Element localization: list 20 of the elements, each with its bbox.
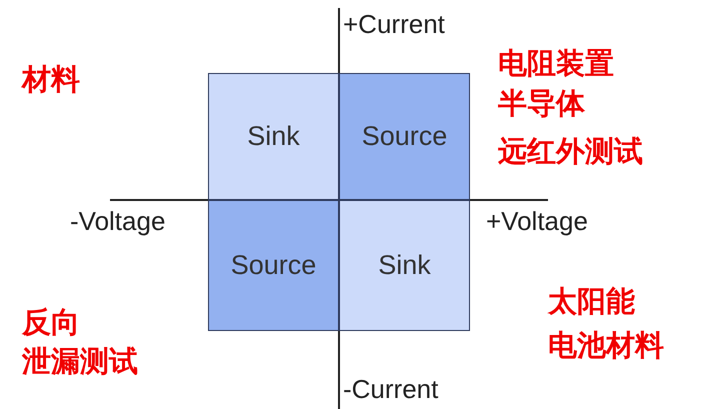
quadrant-box	[339, 200, 470, 331]
quadrant-box	[339, 73, 470, 200]
application-note: 泄漏测试	[22, 343, 138, 380]
application-note: 反向	[22, 304, 80, 341]
quadrant-label: Source	[362, 121, 448, 152]
application-note: 远红外测试	[498, 133, 643, 170]
application-note: 太阳能	[548, 283, 635, 320]
axis-label: -Current	[343, 374, 438, 405]
application-note: 电阻装置	[498, 45, 614, 82]
axis-label: -Voltage	[70, 206, 166, 237]
axis-label: +Current	[343, 9, 445, 40]
quadrant-label: Sink	[247, 121, 300, 152]
quadrant-label: Sink	[378, 250, 431, 281]
quadrant-box	[208, 200, 339, 331]
application-note: 材料	[22, 61, 80, 98]
axis-label: +Voltage	[486, 206, 588, 237]
application-note: 电池材料	[548, 327, 664, 364]
quadrant-label: Source	[230, 250, 316, 281]
application-note: 半导体	[498, 85, 585, 122]
quadrant-box	[208, 73, 339, 200]
